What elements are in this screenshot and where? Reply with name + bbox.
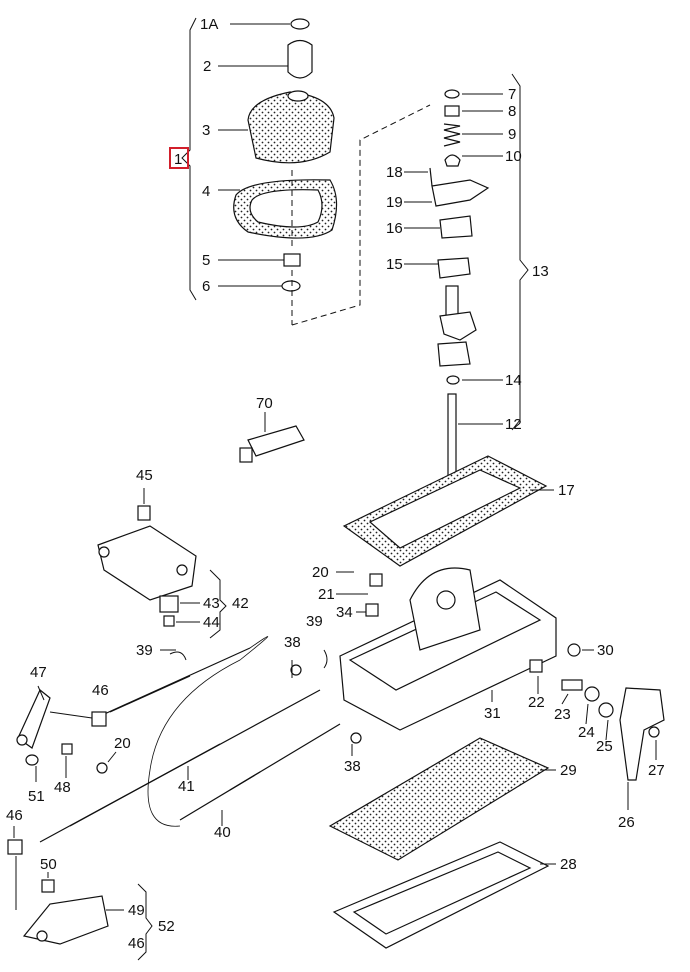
knob-emblem: [290, 18, 310, 30]
cover-tray: [332, 841, 556, 949]
selected-part-marker: [169, 147, 189, 169]
callout-6: 6: [202, 278, 210, 295]
callout-52: 52: [158, 918, 175, 935]
callout-46c: 46: [128, 935, 145, 952]
callout-34: 34: [336, 604, 353, 621]
callout-25: 25: [596, 738, 613, 755]
callout-1: 1: [174, 151, 182, 168]
callout-42: 42: [232, 595, 249, 612]
left-linkage: [16, 685, 117, 782]
callout-29: 29: [560, 762, 577, 779]
callout-8: 8: [508, 103, 516, 120]
selector-housing: [336, 567, 614, 741]
selector-cables: [39, 636, 362, 843]
shift-boot: [247, 91, 335, 164]
callout-45: 45: [136, 467, 153, 484]
callout-20b: 20: [114, 735, 131, 752]
gasket: [342, 455, 554, 567]
callout-13: 13: [532, 263, 549, 280]
callout-24: 24: [578, 724, 595, 741]
callout-43: 43: [203, 595, 220, 612]
grease-tube: [239, 412, 305, 463]
callout-49: 49: [128, 902, 145, 919]
callout-2: 2: [203, 58, 211, 75]
callout-3: 3: [202, 122, 210, 139]
callout-21: 21: [318, 586, 335, 603]
callout-40: 40: [214, 824, 231, 841]
callout-46b: 46: [6, 807, 23, 824]
callout-44: 44: [203, 614, 220, 631]
callout-50: 50: [40, 856, 57, 873]
gear-knob: [287, 39, 313, 79]
callout-38a: 38: [284, 634, 301, 651]
callout-19: 19: [386, 194, 403, 211]
callout-26: 26: [618, 814, 635, 831]
callout-1A: 1A: [200, 16, 218, 33]
lower-bracket: [7, 826, 153, 961]
washer: [281, 280, 301, 292]
callout-20a: 20: [312, 564, 329, 581]
callout-7: 7: [508, 86, 516, 103]
callout-9: 9: [508, 126, 516, 143]
callout-70: 70: [256, 395, 273, 412]
callout-39b: 39: [306, 613, 323, 630]
callout-18: 18: [386, 164, 403, 181]
callout-23: 23: [554, 706, 571, 723]
callout-labels: 1A 2 3 1 4 5 6 7 8 9 10 18 19 16 15 13 1…: [6, 16, 665, 952]
callout-31: 31: [484, 705, 501, 722]
callout-4: 4: [202, 183, 210, 200]
callout-51: 51: [28, 788, 45, 805]
callout-48: 48: [54, 779, 71, 796]
callout-28: 28: [560, 856, 577, 873]
spring: [443, 123, 461, 147]
callout-39a: 39: [136, 642, 153, 659]
callout-16: 16: [386, 220, 403, 237]
insulation-pad: [328, 737, 556, 861]
callout-12: 12: [505, 416, 522, 433]
callout-47: 47: [30, 664, 47, 681]
gear-knob-group: [169, 17, 431, 326]
gear-lever-group: [404, 73, 529, 535]
callout-38b: 38: [344, 758, 361, 775]
callout-15: 15: [386, 256, 403, 273]
callout-5: 5: [202, 252, 210, 269]
callout-17: 17: [558, 482, 575, 499]
callout-22: 22: [528, 694, 545, 711]
bracket-assembly: [97, 488, 227, 639]
callout-41: 41: [178, 778, 195, 795]
callout-27: 27: [648, 762, 665, 779]
relay-lever: [619, 687, 665, 810]
callout-14: 14: [505, 372, 522, 389]
nut: [283, 253, 301, 267]
callout-46a: 46: [92, 682, 109, 699]
callout-30: 30: [597, 642, 614, 659]
callout-10: 10: [505, 148, 522, 165]
